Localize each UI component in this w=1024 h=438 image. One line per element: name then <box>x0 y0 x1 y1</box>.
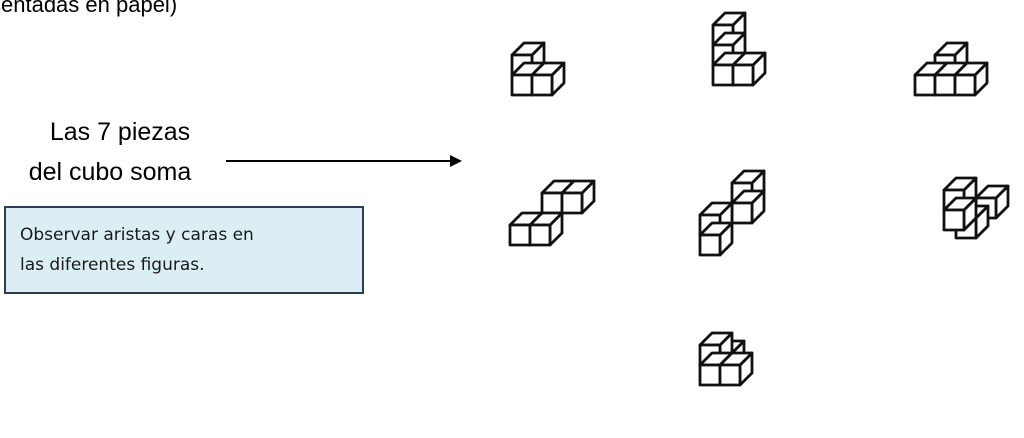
soma-piece-4 <box>508 179 596 247</box>
partial-caption: sentadas en papel) <box>0 0 178 17</box>
soma-piece-7 <box>698 331 754 387</box>
soma-piece-1 <box>510 41 566 97</box>
note-line-1: Observar aristas y caras en <box>20 225 254 245</box>
soma-piece-5 <box>698 169 766 257</box>
soma-piece-6 <box>942 176 1010 240</box>
label-line-2: del cubo soma <box>28 158 192 186</box>
label-line-1: Las 7 piezas <box>49 118 191 146</box>
arrow-right-icon <box>226 155 462 167</box>
soma-piece-2 <box>711 11 767 87</box>
note-line-2: las diferentes figuras. <box>20 255 205 275</box>
soma-piece-3 <box>913 41 989 97</box>
note-box: Observar aristas y caras en las diferent… <box>4 206 364 294</box>
